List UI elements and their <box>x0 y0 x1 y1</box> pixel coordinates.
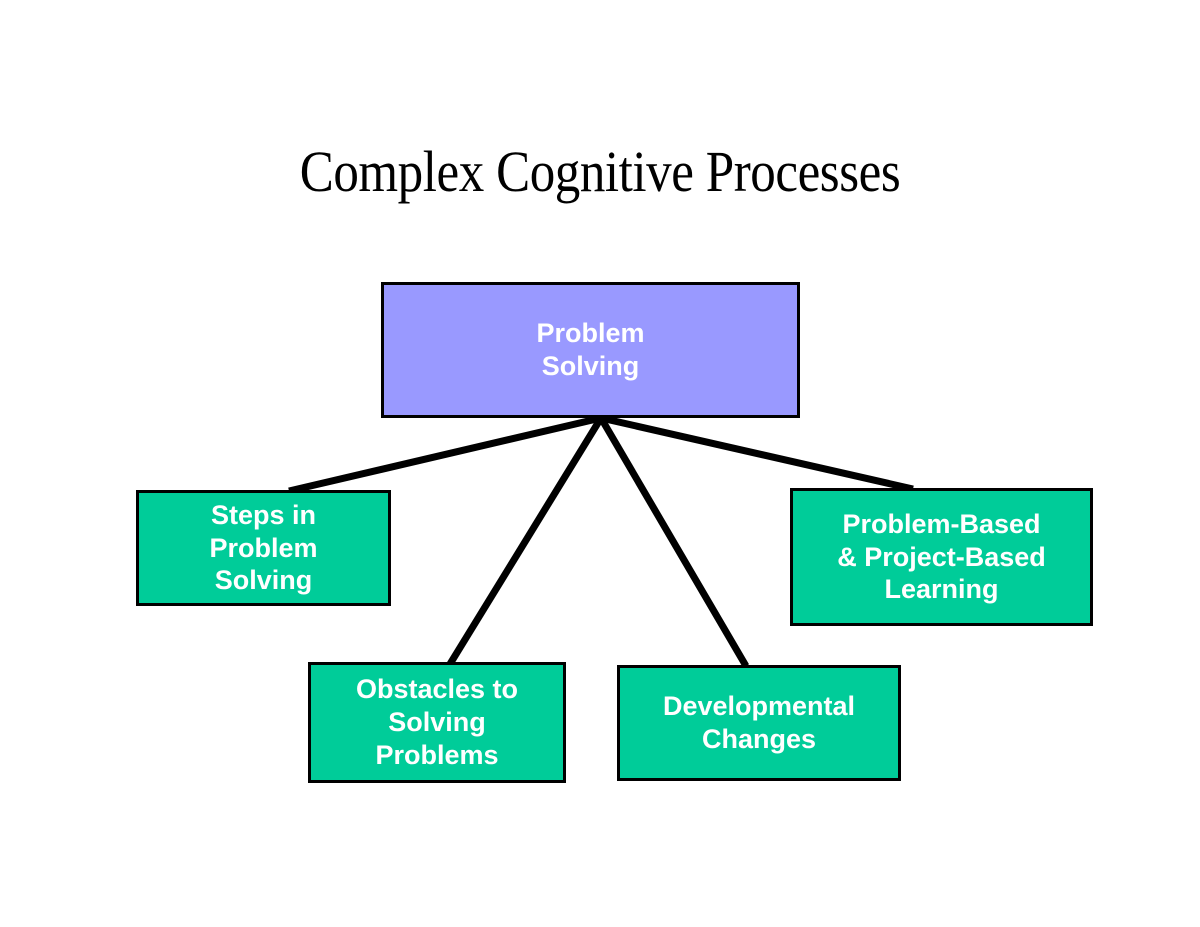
node-steps-in-problem-solving-label: Steps in Problem Solving <box>209 499 318 596</box>
node-obstacles-to-solving-problems[interactable]: Obstacles to Solving Problems <box>308 662 566 783</box>
node-problem-solving-label: Problem Solving <box>536 318 645 381</box>
connector-root-to-developmental <box>597 416 750 668</box>
node-problem-solving[interactable]: Problem Solving <box>381 282 800 418</box>
node-problem-based-project-based-learning-label: Problem-Based & Project-Based Learning <box>837 508 1046 605</box>
page-title: Complex Cognitive Processes <box>299 139 901 204</box>
connector-root-to-steps <box>288 414 602 495</box>
node-steps-in-problem-solving[interactable]: Steps in Problem Solving <box>136 490 391 606</box>
connector-root-to-obstacles <box>447 416 604 666</box>
node-obstacles-to-solving-problems-label: Obstacles to Solving Problems <box>355 674 519 770</box>
connector-root-to-pbl <box>600 414 914 493</box>
node-developmental-changes[interactable]: Developmental Changes <box>617 665 901 781</box>
node-developmental-changes-label: Developmental Changes <box>662 691 856 754</box>
node-problem-based-project-based-learning[interactable]: Problem-Based & Project-Based Learning <box>790 488 1093 626</box>
